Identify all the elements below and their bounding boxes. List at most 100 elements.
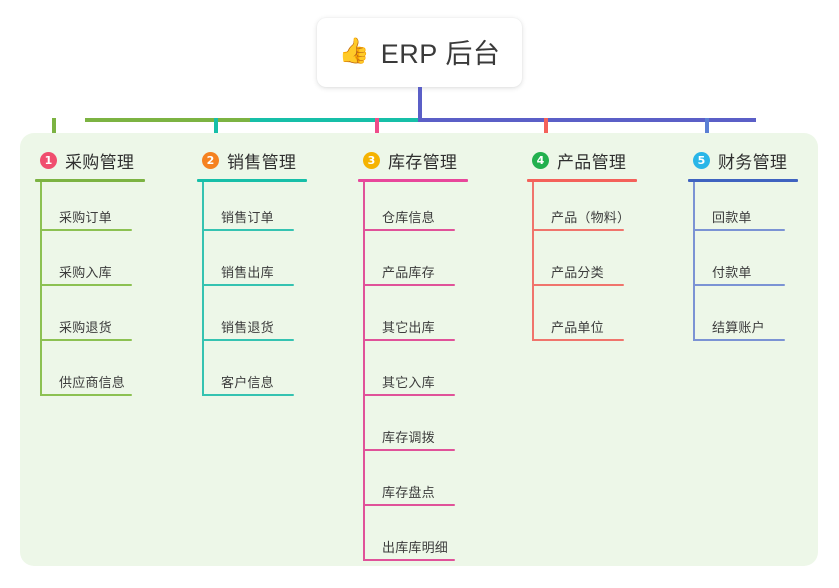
branch-item-label: 付款单 xyxy=(712,265,752,280)
branch-title-2: 销售管理 xyxy=(227,152,297,172)
branch-item[interactable]: 仓库信息 xyxy=(363,182,468,237)
branch-item-label: 出库库明细 xyxy=(382,540,449,555)
branch-item-rule xyxy=(363,449,455,451)
branch-item[interactable]: 库存调拨 xyxy=(363,402,468,457)
branch-rule-3 xyxy=(358,179,468,182)
branch-item-label: 产品单位 xyxy=(551,320,604,335)
branch-item[interactable]: 产品库存 xyxy=(363,237,468,292)
branch-badge-4: 4 xyxy=(532,151,549,169)
column-drop-5 xyxy=(705,118,709,143)
branch-item-label: 销售退货 xyxy=(221,320,274,335)
branch-item[interactable]: 付款单 xyxy=(693,237,798,292)
branch-item-label: 采购订单 xyxy=(59,210,112,225)
branch-badge-1: 1 xyxy=(40,151,57,169)
branch-item[interactable]: 库存盘点 xyxy=(363,457,468,512)
branch-item[interactable]: 采购订单 xyxy=(40,182,145,237)
branch-rule-2 xyxy=(197,179,307,182)
root-trunk-connector xyxy=(418,87,422,118)
branch-header-5[interactable]: 5 财务管理 xyxy=(688,143,798,177)
branch-item-label: 结算账户 xyxy=(712,320,765,335)
branch-item-rule xyxy=(202,394,294,396)
branch-item[interactable]: 采购退货 xyxy=(40,292,145,347)
branch-item-rule xyxy=(202,284,294,286)
branch-item[interactable]: 采购入库 xyxy=(40,237,145,292)
root-node-title: ERP 后台 xyxy=(380,39,501,69)
branch-item-label: 库存盘点 xyxy=(382,485,435,500)
branch-item-list-5: 回款单付款单结算账户 xyxy=(693,182,798,347)
branch-title-4: 产品管理 xyxy=(557,152,627,172)
branch-item-label: 采购入库 xyxy=(59,265,112,280)
branch-item-label: 产品库存 xyxy=(382,265,435,280)
branch-item-rule xyxy=(40,284,132,286)
branch-item-rule xyxy=(532,229,624,231)
branch-item[interactable]: 结算账户 xyxy=(693,292,798,347)
branch-stem-4 xyxy=(532,182,534,341)
branch-item-label: 客户信息 xyxy=(221,375,274,390)
branch-stem-2 xyxy=(202,182,204,396)
branch-item-list-1: 采购订单采购入库采购退货供应商信息 xyxy=(40,182,145,402)
branch-item-rule xyxy=(40,229,132,231)
branch-badge-3: 3 xyxy=(363,151,380,169)
branch-badge-2: 2 xyxy=(202,151,219,169)
branch-item-label: 回款单 xyxy=(712,210,752,225)
branch-header-4[interactable]: 4 产品管理 xyxy=(527,143,637,177)
branch-item-label: 库存调拨 xyxy=(382,430,435,445)
branch-rule-4 xyxy=(527,179,637,182)
branch-item-rule xyxy=(363,284,455,286)
branch-item-rule xyxy=(363,229,455,231)
branch-header-3[interactable]: 3 库存管理 xyxy=(358,143,468,177)
branch-badge-5: 5 xyxy=(693,151,710,169)
branch-item-label: 销售订单 xyxy=(221,210,274,225)
branch-title-5: 财务管理 xyxy=(718,152,788,172)
branch-item[interactable]: 产品单位 xyxy=(532,292,637,347)
branch-item-rule xyxy=(40,394,132,396)
branch-item-label: 供应商信息 xyxy=(59,375,126,390)
branch-item-label: 销售出库 xyxy=(221,265,274,280)
thumbs-up-icon: 👍 xyxy=(338,37,370,65)
branch-item-rule xyxy=(363,339,455,341)
branch-item[interactable]: 销售出库 xyxy=(202,237,307,292)
root-node-content: 👍 ERP 后台 xyxy=(339,32,501,71)
branch-stem-1 xyxy=(40,182,42,396)
branch-item-rule xyxy=(532,339,624,341)
branch-item-rule xyxy=(40,339,132,341)
branch-header-2[interactable]: 2 销售管理 xyxy=(197,143,307,177)
branch-item-label: 采购退货 xyxy=(59,320,112,335)
branch-item[interactable]: 产品分类 xyxy=(532,237,637,292)
column-drop-2 xyxy=(214,118,218,143)
branch-stem-3 xyxy=(363,182,365,561)
branch-title-1: 采购管理 xyxy=(65,152,135,172)
branches-panel xyxy=(20,133,818,566)
branch-column-3: 3 库存管理仓库信息产品库存其它出库其它入库库存调拨库存盘点出库库明细 xyxy=(358,143,468,567)
branch-item-rule xyxy=(693,229,785,231)
bus-segment-1 xyxy=(85,118,252,122)
branch-item[interactable]: 回款单 xyxy=(693,182,798,237)
branch-item-list-3: 仓库信息产品库存其它出库其它入库库存调拨库存盘点出库库明细 xyxy=(363,182,468,567)
branch-header-1[interactable]: 1 采购管理 xyxy=(35,143,145,177)
branch-item[interactable]: 产品（物料） xyxy=(532,182,637,237)
branch-item-rule xyxy=(693,284,785,286)
branch-item[interactable]: 其它出库 xyxy=(363,292,468,347)
branch-item-rule xyxy=(202,339,294,341)
branch-rule-1 xyxy=(35,179,145,182)
branch-column-1: 1 采购管理采购订单采购入库采购退货供应商信息 xyxy=(35,143,145,402)
branch-item[interactable]: 销售退货 xyxy=(202,292,307,347)
branch-item-list-4: 产品（物料）产品分类产品单位 xyxy=(532,182,637,347)
branch-rule-5 xyxy=(688,179,798,182)
bus-segment-3 xyxy=(418,118,756,122)
column-drop-1 xyxy=(52,118,56,143)
branch-item[interactable]: 其它入库 xyxy=(363,347,468,402)
branch-item[interactable]: 供应商信息 xyxy=(40,347,145,402)
root-node[interactable]: 👍 ERP 后台 xyxy=(317,18,522,87)
branch-item-rule xyxy=(693,339,785,341)
branch-item[interactable]: 客户信息 xyxy=(202,347,307,402)
branch-title-3: 库存管理 xyxy=(388,152,458,172)
branch-item-list-2: 销售订单销售出库销售退货客户信息 xyxy=(202,182,307,402)
branch-column-5: 5 财务管理回款单付款单结算账户 xyxy=(688,143,798,347)
branch-item-label: 仓库信息 xyxy=(382,210,435,225)
branch-item[interactable]: 出库库明细 xyxy=(363,512,468,567)
branch-item[interactable]: 销售订单 xyxy=(202,182,307,237)
bus-segment-2 xyxy=(250,118,420,122)
branch-item-rule xyxy=(363,504,455,506)
